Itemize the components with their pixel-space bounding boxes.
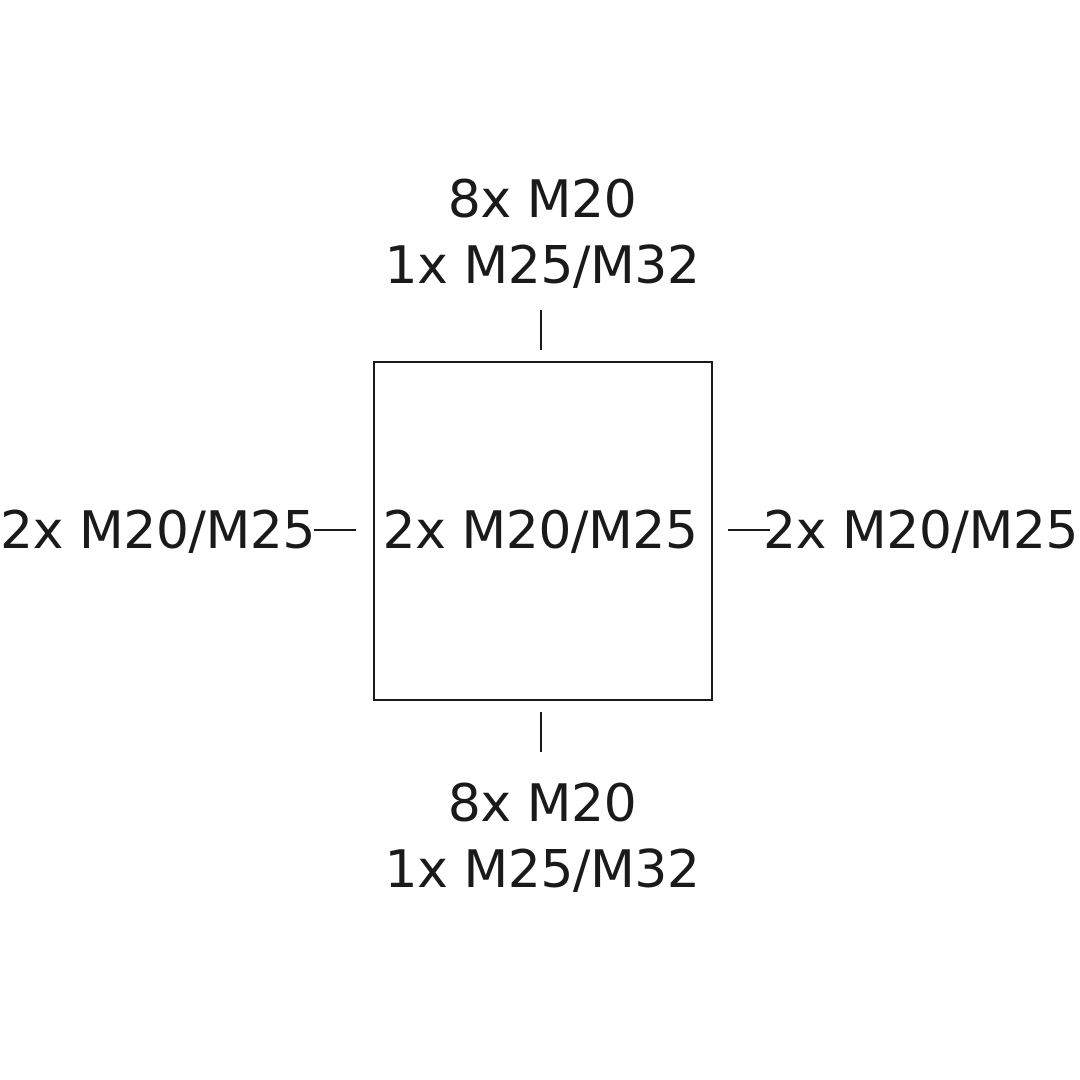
bottom-entry-alt-label: 1x M25/M32 [384, 840, 700, 900]
top-tick [540, 310, 542, 350]
bottom-entry-count-label: 8x M20 [447, 774, 637, 834]
center-entry-label: 2x M20/M25 [382, 501, 698, 561]
top-entry-count-label: 8x M20 [447, 170, 637, 230]
left-tick [314, 529, 356, 531]
enclosure-box [373, 361, 713, 701]
right-tick [728, 529, 770, 531]
bottom-tick [540, 712, 542, 752]
top-entry-alt-label: 1x M25/M32 [384, 236, 700, 296]
left-entry-label: 2x M20/M25 [0, 501, 315, 561]
right-entry-label: 2x M20/M25 [763, 501, 1078, 561]
